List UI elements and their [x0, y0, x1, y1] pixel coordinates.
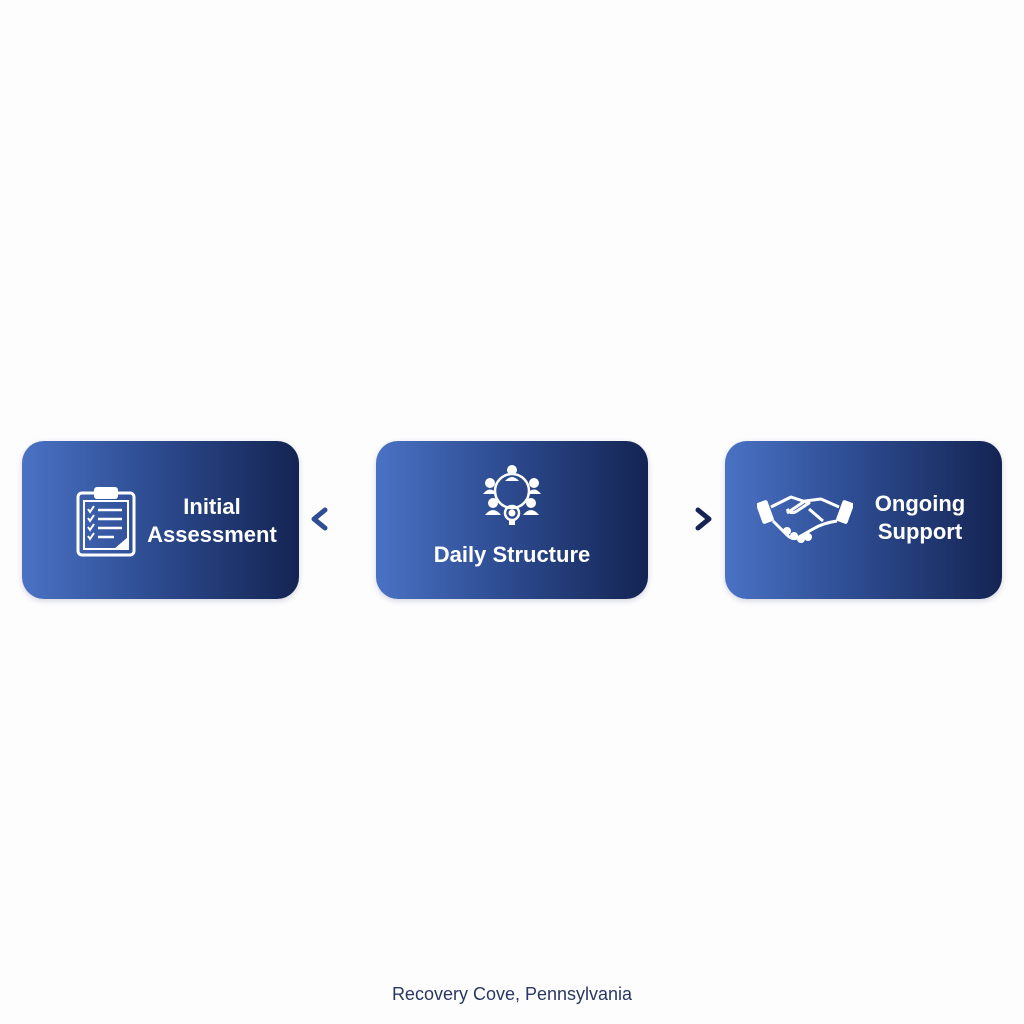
step-label-line: Initial — [183, 494, 241, 519]
arrow-left-icon — [311, 507, 367, 531]
arrow-right-icon — [656, 507, 712, 531]
step-label: Daily Structure — [376, 541, 648, 569]
step-label: Initial Assessment — [132, 493, 292, 549]
step-label-line: Assessment — [147, 522, 277, 547]
step-label: Ongoing Support — [865, 490, 975, 546]
step-initial-assessment: Initial Assessment — [22, 441, 299, 599]
step-daily-structure: Daily Structure — [376, 441, 648, 599]
step-label-line: Daily Structure — [433, 542, 591, 567]
footer-caption: Recovery Cove, Pennsylvania — [391, 984, 633, 1004]
step-label-line: Ongoing — [874, 491, 966, 516]
step-ongoing-support: Ongoing Support — [725, 441, 1002, 599]
group-circle-icon — [483, 465, 541, 525]
handshake-icon — [757, 495, 853, 543]
step-label-line: Support — [877, 519, 963, 544]
clipboard-checklist-icon — [76, 487, 136, 557]
